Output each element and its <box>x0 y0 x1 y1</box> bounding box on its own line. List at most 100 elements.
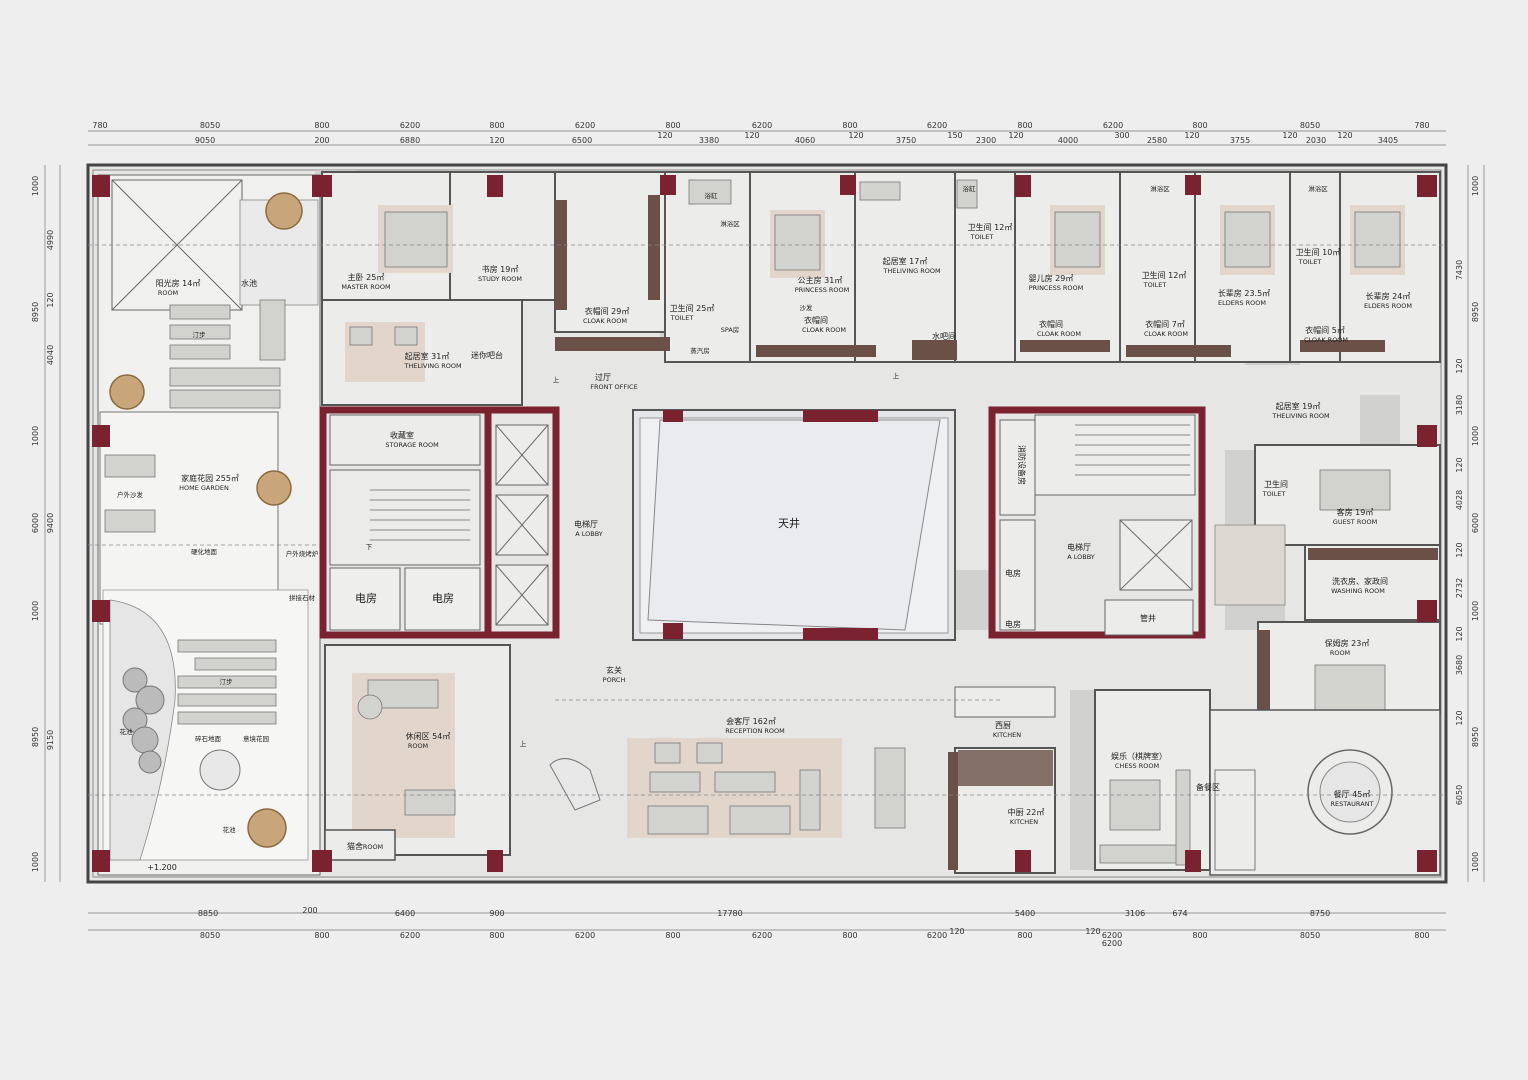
dim-bottom-outer-0: 8050 <box>200 931 220 940</box>
room-toilet1-cn: 卫生间 25㎡ <box>670 303 715 313</box>
room-reception-cn: 会客厅 162㎡ <box>726 716 776 726</box>
room-cloak2-en: CLOAK ROOM <box>802 326 846 334</box>
room-study-en: STUDY ROOM <box>478 275 522 283</box>
label-outdoor-sofa: 户外沙发 <box>117 490 144 499</box>
label-down-1: 下 <box>366 543 373 551</box>
room-lounge-cn: 休闲区 54㎡ <box>406 731 451 741</box>
dim-bottom-inner-3: 900 <box>489 909 504 918</box>
dim-top-inner-10: 3750 <box>896 136 916 145</box>
room-westkitchen-cn: 西厨 <box>995 721 1011 730</box>
label-electric-3: 电房 <box>1005 568 1021 578</box>
right-wing-rooms <box>1214 444 1441 715</box>
room-cloak5-cn: 衣帽间 5㎡ <box>1305 325 1345 335</box>
dim-top-outer-2: 800 <box>314 121 329 130</box>
room-toilet5-en: TOILET <box>1262 490 1286 498</box>
upper-rooms <box>321 171 1441 406</box>
dim-right-inner-8: 3680 <box>1455 655 1464 675</box>
label-bath-2: 浴缸 <box>963 184 977 193</box>
dim-top-inner-18: 3755 <box>1230 136 1250 145</box>
label-electric-1: 电房 <box>355 592 377 605</box>
room-living2-cn: 起居室 31㎡ <box>405 351 450 361</box>
dim-bottom-outer-12: 800 <box>1017 931 1032 940</box>
dim-bottom-outer-15: 8050 <box>1300 931 1320 940</box>
dim-bottom-inner-2: 6400 <box>395 909 415 918</box>
room-alobby2-en: A LOBBY <box>1067 553 1095 561</box>
room-living3-cn: 起居室 19㎡ <box>1276 401 1321 411</box>
room-cloak3-en: CLOAK ROOM <box>1037 330 1081 338</box>
room-elders2-en: ELDERS ROOM <box>1364 302 1412 310</box>
room-toilet2-en: TOILET <box>970 233 994 241</box>
room-frontoffice-en: FRONT OFFICE <box>590 383 637 391</box>
dim-top-inner-17: 120 <box>1184 131 1199 140</box>
dim-right-inner-7: 120 <box>1455 626 1464 641</box>
dim-left-outer-0: 1000 <box>31 176 40 196</box>
dim-top-inner-0: 9050 <box>195 136 215 145</box>
dim-top-outer-10: 800 <box>1017 121 1032 130</box>
room-cloak5-en: CLOAK ROOM <box>1304 336 1348 344</box>
room-sunroom-en: ROOM <box>158 289 178 297</box>
room-lounge-en: ROOM <box>408 742 428 750</box>
label-shower-2: 淋浴区 <box>1150 184 1170 193</box>
dim-top-inner-9: 120 <box>848 131 863 140</box>
room-nanny-en: ROOM <box>1330 649 1350 657</box>
dim-top-inner-8: 4060 <box>795 136 815 145</box>
room-cloak1-cn: 衣帽间 29㎡ <box>585 306 630 316</box>
room-toilet4-en: TOILET <box>1298 258 1322 266</box>
room-toilet1-en: TOILET <box>670 314 694 322</box>
room-living2-en: THELIVING ROOM <box>403 362 461 370</box>
dims-bottom-inner: 8850 200 6400 900 17780 5400 3106 674 87… <box>198 906 1330 918</box>
dim-top-outer-7: 6200 <box>752 121 772 130</box>
dim-bottom-outer-13: 6200 <box>1102 939 1122 948</box>
room-cat-cn: 猫舍 <box>347 841 363 851</box>
dim-top-outer-6: 800 <box>665 121 680 130</box>
label-art-garden: 意境花园 <box>243 734 269 743</box>
dim-left-inner-4: 9150 <box>46 730 55 750</box>
label-hard-ground: 硬化地面 <box>191 547 218 556</box>
dim-left-outer-3: 6000 <box>31 513 40 533</box>
label-gravel: 碎石地面 <box>195 734 222 743</box>
room-toilet2-cn: 卫生间 12㎡ <box>968 222 1013 232</box>
dim-top-outer-3: 6200 <box>400 121 420 130</box>
dim-right-outer-4: 1000 <box>1471 601 1480 621</box>
dim-top-outer-1: 8050 <box>200 121 220 130</box>
dim-bottom-inner-1: 200 <box>302 906 317 915</box>
dim-top-inner-3: 120 <box>489 136 504 145</box>
garden-trees <box>109 192 303 848</box>
room-chinesekitchen-en: KITCHEN <box>1010 818 1038 826</box>
room-living1-cn: 起居室 17㎡ <box>883 256 928 266</box>
dim-left-outer-5: 8950 <box>31 727 40 747</box>
dim-left-inner-1: 120 <box>46 292 55 307</box>
dim-bottom-outer-9: 120 <box>949 927 964 936</box>
room-storage-en: STORAGE ROOM <box>385 441 438 449</box>
dim-top-inner-19: 120 <box>1282 131 1297 140</box>
label-steam: 蒸汽房 <box>690 346 710 355</box>
room-elders1-cn: 长辈房 23.5㎡ <box>1218 288 1270 298</box>
room-waterbar-cn: 水吧间 <box>932 331 956 341</box>
dim-top-inner-20: 2030 <box>1306 136 1326 145</box>
structural-columns <box>92 175 1437 872</box>
dim-right-outer-2: 1000 <box>1471 426 1480 446</box>
label-step-stone-1: 汀步 <box>193 331 207 339</box>
room-living1-en: THELIVING ROOM <box>882 267 940 275</box>
dim-top-inner-7: 120 <box>744 131 759 140</box>
dim-top-outer-8: 800 <box>842 121 857 130</box>
label-electric-2: 电房 <box>432 592 454 605</box>
dim-bottom-outer-3: 800 <box>489 931 504 940</box>
dim-top-inner-1: 200 <box>314 136 329 145</box>
room-toilet5-cn: 卫生间 <box>1264 479 1288 489</box>
label-elevation: +1.200 <box>147 863 177 872</box>
room-toilet3-en: TOILET <box>1143 281 1167 289</box>
dim-left-outer-6: 1000 <box>31 852 40 872</box>
room-alobby1-en: A LOBBY <box>575 530 603 538</box>
room-princess2-en: PRINCESS ROOM <box>1029 284 1084 292</box>
dim-bottom-outer-5: 800 <box>665 931 680 940</box>
dim-top-outer-14: 780 <box>1414 121 1429 130</box>
dim-right-inner-10: 6050 <box>1455 785 1464 805</box>
label-step-stone-2: 汀步 <box>220 678 234 686</box>
dim-left-inner-2: 4040 <box>46 345 55 365</box>
room-cat-en: ROOM <box>363 843 383 851</box>
dim-left-outer-1: 8950 <box>31 302 40 322</box>
dim-bottom-inner-4: 17780 <box>717 909 742 918</box>
label-up-2: 上 <box>893 371 900 380</box>
dim-left-inner-0: 4990 <box>46 230 55 250</box>
